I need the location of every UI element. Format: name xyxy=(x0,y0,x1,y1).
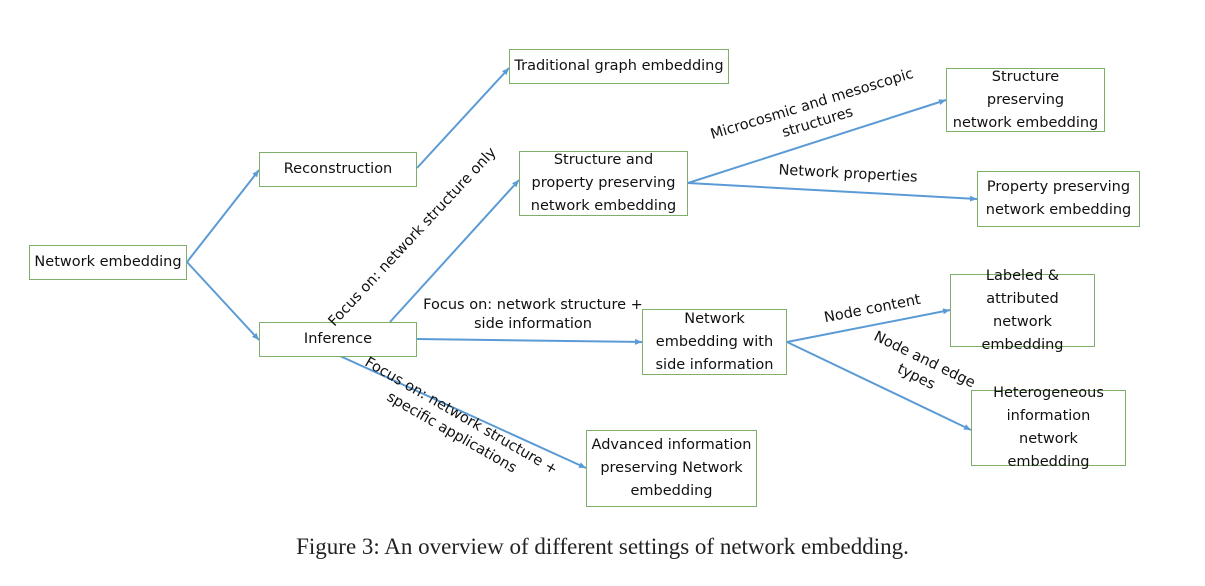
edge-network-to-reconstruction xyxy=(186,169,260,263)
edge-label-side-information: Focus on: network structure + side infor… xyxy=(423,297,643,332)
node-structure-property-preserving: Structure and property preserving networ… xyxy=(519,151,688,216)
edge-inference-to-advanced xyxy=(339,355,587,469)
node-side-information: Network embedding with side information xyxy=(642,309,787,375)
edge-reconstruction-to-traditional xyxy=(416,67,510,169)
edge-structure-property-to-structure-preserving xyxy=(687,99,947,184)
node-advanced-information: Advanced information preserving Network … xyxy=(586,430,757,507)
node-structure-preserving: Structure preserving network embedding xyxy=(946,68,1105,132)
edge-inference-to-structure-property xyxy=(389,179,520,323)
edge-network-to-inference xyxy=(186,261,260,341)
node-inference: Inference xyxy=(259,322,417,357)
edge-inference-to-side-info xyxy=(416,338,643,345)
node-network-embedding: Network embedding xyxy=(29,245,187,280)
node-heterogeneous: Heterogeneous information network embedd… xyxy=(971,385,1126,470)
node-labeled-attributed: Labeled & attributed network embedding xyxy=(950,268,1095,353)
edge-side-info-to-labeled xyxy=(786,308,951,343)
edge-side-info-to-heterogeneous xyxy=(786,341,972,431)
figure-caption: Figure 3: An overview of different setti… xyxy=(296,534,909,559)
edge-structure-property-to-property-preserving xyxy=(687,182,978,202)
node-traditional-graph-embedding: Traditional graph embedding xyxy=(509,49,729,84)
node-property-preserving: Property preserving network embedding xyxy=(977,171,1140,227)
node-reconstruction: Reconstruction xyxy=(259,152,417,187)
